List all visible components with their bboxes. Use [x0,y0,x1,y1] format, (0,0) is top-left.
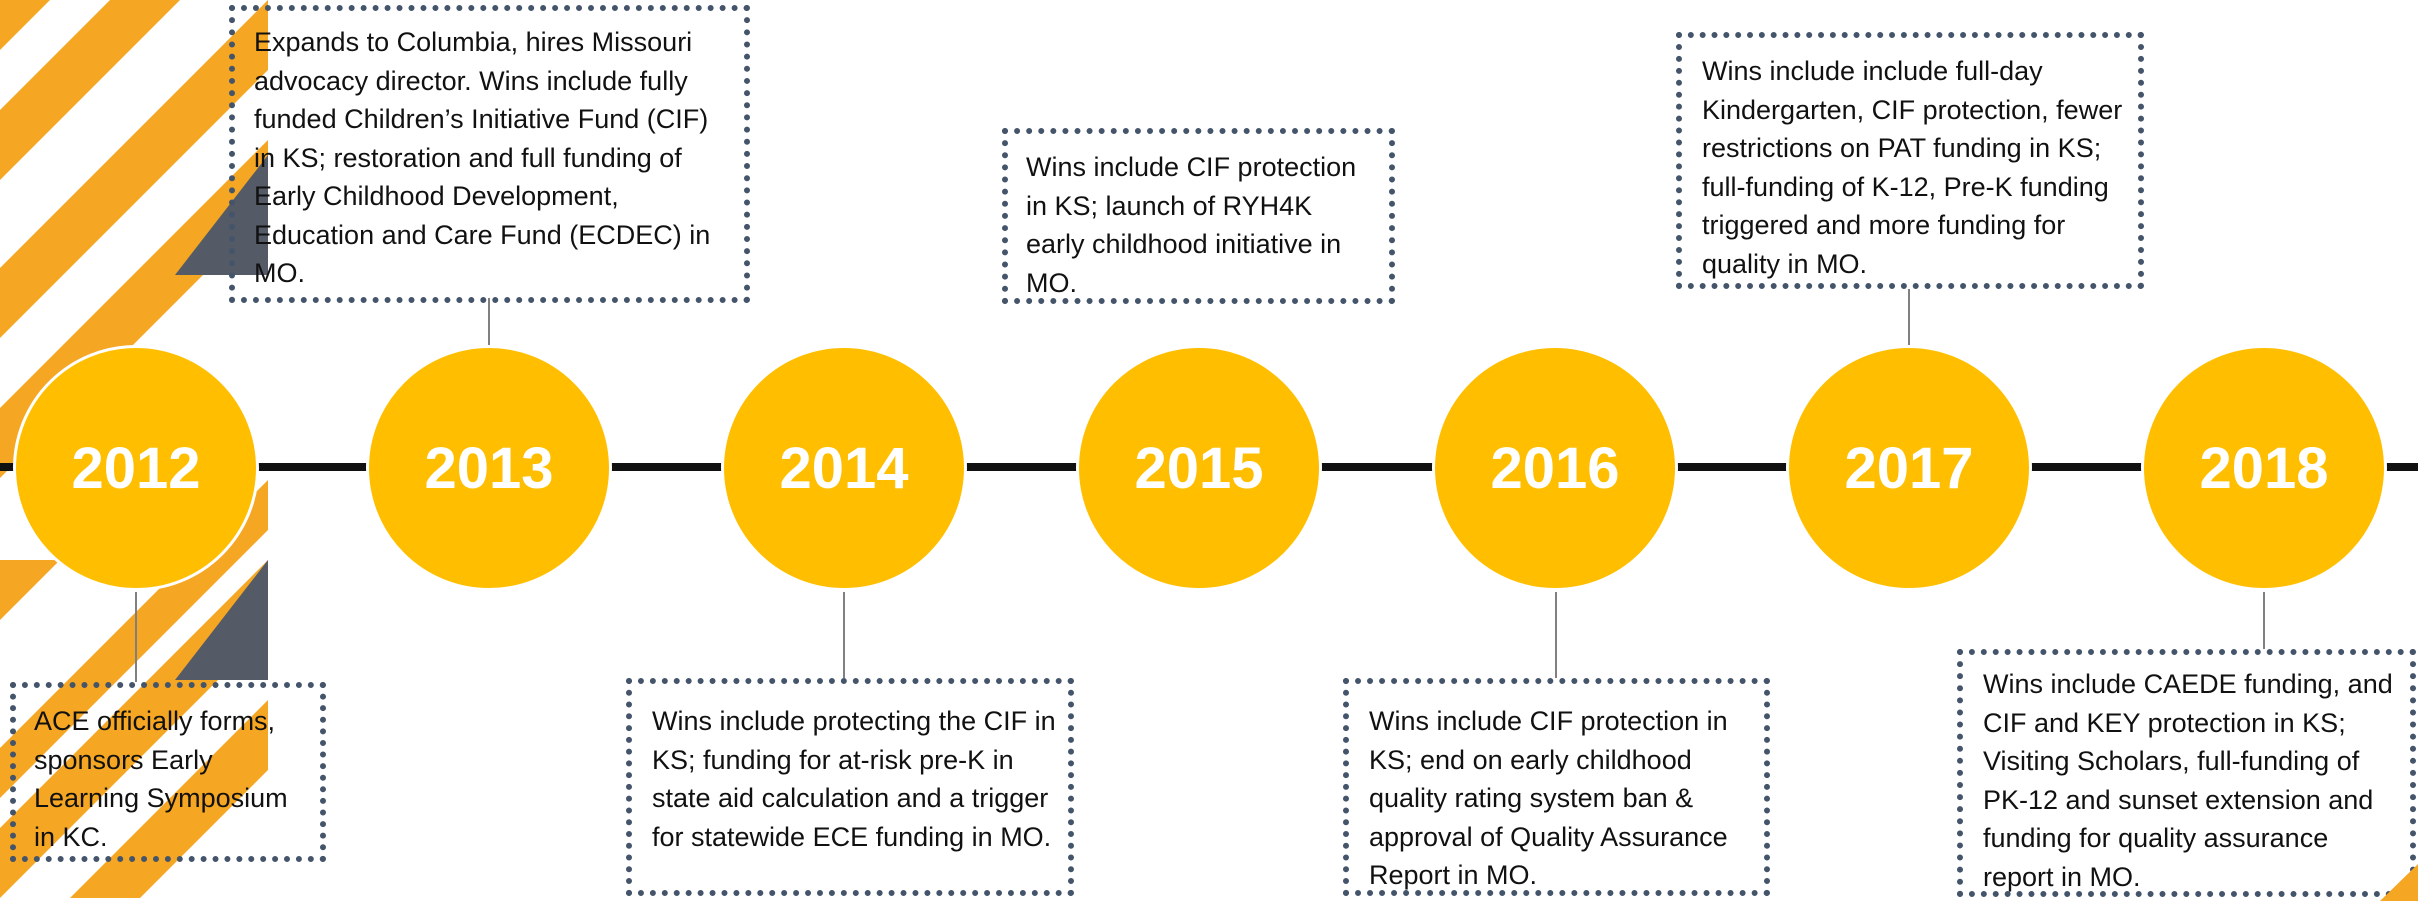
event-text: Wins include CIF protection in KS; end o… [1369,706,1728,890]
year-label: 2016 [1490,435,1620,501]
slate-triangle [175,155,268,275]
year-node-2018: 2018 [2141,345,2387,591]
year-node-2017: 2017 [1786,345,2032,591]
event-box-2012: ACE officially forms, sponsors Early Lea… [10,682,326,862]
year-label: 2018 [2199,435,2329,501]
stripe [70,700,268,898]
stripe [0,0,268,338]
event-text: Expands to Columbia, hires Missouri advo… [254,27,711,288]
year-label: 2014 [779,435,909,501]
stripe [0,0,180,180]
event-text: Wins include include full-day Kindergart… [1702,56,2123,279]
stripe [0,560,268,898]
event-text: Wins include CIF protection in KS; launc… [1026,152,1357,298]
year-node-2013: 2013 [366,345,612,591]
event-text: Wins include protecting the CIF in KS; f… [652,706,1056,852]
connector-2012 [135,592,137,682]
connector-2016 [1555,592,1557,678]
year-node-2016: 2016 [1432,345,1678,591]
event-box-2014: Wins include protecting the CIF in KS; f… [626,678,1074,896]
connector-2017 [1908,289,1910,348]
year-node-2014: 2014 [721,345,967,591]
connector-2018 [2263,592,2265,649]
corner-accent [2380,864,2418,901]
year-label: 2015 [1134,435,1264,501]
year-label: 2012 [71,435,201,501]
stripe [0,560,60,620]
year-node-2012: 2012 [13,345,259,591]
event-box-2018: Wins include CAEDE funding, and CIF and … [1957,649,2416,897]
connector-2013 [488,298,490,348]
event-text: Wins include CAEDE funding, and CIF and … [1983,669,2393,892]
event-box-2016: Wins include CIF protection in KS; end o… [1343,678,1770,896]
event-box-2013: Expands to Columbia, hires Missouri advo… [229,5,750,303]
event-box-2015: Wins include CIF protection in KS; launc… [1002,128,1395,304]
year-label: 2017 [1844,435,1974,501]
connector-2014 [843,592,845,678]
slate-triangle [175,560,268,680]
stripe [0,0,50,50]
year-label: 2013 [424,435,554,501]
event-text: ACE officially forms, sponsors Early Lea… [34,706,288,852]
year-node-2015: 2015 [1076,345,1322,591]
event-box-2017: Wins include include full-day Kindergart… [1676,32,2144,289]
